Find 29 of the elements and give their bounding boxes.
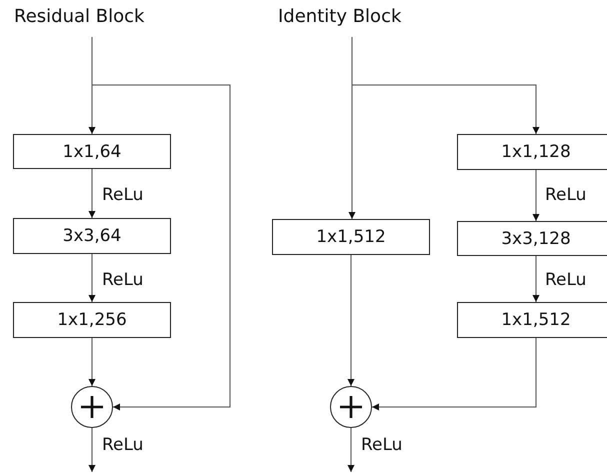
layer-box [457, 221, 607, 256]
layer-label: 1x1,64 [62, 142, 122, 162]
arrow [92, 36, 230, 410]
block-title: Residual Block [14, 6, 144, 28]
layer-label: 1x1,512 [316, 227, 386, 247]
arrow [352, 36, 540, 134]
arrow [372, 338, 536, 410]
layer-label: 1x1,512 [501, 310, 571, 330]
layer-label: 1x1,256 [57, 310, 127, 330]
layer-label: 3x3,128 [501, 228, 571, 248]
layer-box [272, 219, 430, 255]
layer-box [457, 134, 607, 170]
layer-label: 1x1,128 [501, 142, 571, 162]
arrow [88, 428, 96, 472]
arrow [88, 254, 96, 302]
sum-circle [71, 386, 113, 428]
layer-box [13, 302, 171, 338]
arrow [88, 168, 96, 218]
arrow [88, 338, 96, 386]
arrow [348, 428, 354, 472]
arrow [532, 256, 540, 302]
arrow [532, 170, 540, 222]
layer-box [13, 218, 171, 254]
layer-box [13, 134, 171, 169]
sum-circle [330, 386, 372, 428]
layer-label: 3x3,64 [62, 226, 122, 246]
arrow [348, 254, 354, 386]
layer-box [457, 302, 607, 338]
block-title: Identity Block [278, 6, 402, 28]
